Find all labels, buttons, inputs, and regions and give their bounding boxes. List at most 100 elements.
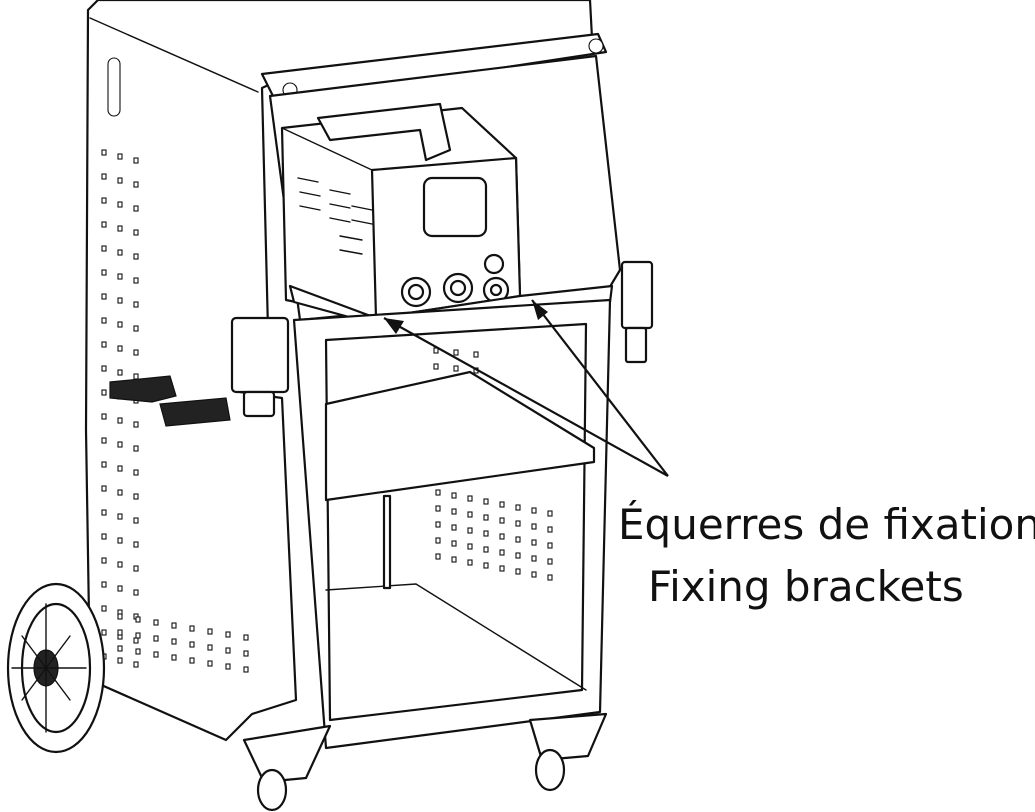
panel-hole: [189, 657, 195, 664]
panel-hole: [133, 517, 139, 524]
panel-hole: [189, 625, 195, 632]
panel-hole: [531, 523, 537, 530]
panel-hole: [133, 373, 139, 380]
panel-hole: [207, 660, 213, 667]
panel-hole: [117, 249, 123, 256]
panel-hole: [117, 489, 123, 496]
panel-hole: [225, 663, 231, 670]
panel-hole: [153, 635, 159, 642]
panel-hole: [153, 651, 159, 658]
panel-hole: [451, 492, 457, 499]
welder-unit: [280, 102, 522, 320]
panel-hole: [133, 349, 139, 356]
callout-label-fr: Équerres de fixation: [618, 500, 1035, 549]
panel-hole: [101, 485, 107, 492]
panel-hole: [133, 325, 139, 332]
panel-hole: [117, 613, 123, 620]
panel-hole: [133, 661, 139, 668]
panel-hole: [435, 505, 441, 512]
panel-hole: [451, 508, 457, 515]
panel-hole: [135, 632, 141, 639]
panel-hole: [133, 469, 139, 476]
panel-hole: [101, 605, 107, 612]
panel-hole: [117, 561, 123, 568]
panel-hole: [101, 509, 107, 516]
panel-hole: [467, 543, 473, 550]
panel-hole: [101, 365, 107, 372]
panel-hole: [531, 507, 537, 514]
panel-hole: [483, 530, 489, 537]
panel-hole: [101, 245, 107, 252]
panel-hole: [101, 389, 107, 396]
panel-hole: [189, 641, 195, 648]
panel-hole: [499, 565, 505, 572]
panel-hole: [171, 654, 177, 661]
panel-hole: [467, 527, 473, 534]
panel-hole: [117, 657, 123, 664]
panel-hole: [499, 517, 505, 524]
panel-hole: [515, 536, 521, 543]
front-caster-right: [528, 712, 608, 792]
side-panel-holes: [101, 149, 249, 673]
cabinet-holes: [433, 347, 553, 581]
panel-hole: [101, 533, 107, 540]
panel-hole: [451, 540, 457, 547]
welder-vents: [297, 177, 373, 255]
panel-hole: [207, 628, 213, 635]
panel-hole: [135, 616, 141, 623]
panel-hole: [101, 293, 107, 300]
panel-hole: [133, 157, 139, 164]
panel-hole: [101, 197, 107, 204]
panel-hole: [101, 557, 107, 564]
panel-hole: [225, 647, 231, 654]
panel-hole: [433, 363, 439, 370]
callout-label-en: Fixing brackets: [648, 562, 964, 611]
panel-hole: [483, 562, 489, 569]
panel-hole: [133, 181, 139, 188]
panel-hole: [467, 511, 473, 518]
panel-hole: [133, 229, 139, 236]
panel-hole: [515, 504, 521, 511]
panel-hole: [531, 555, 537, 562]
panel-hole: [117, 321, 123, 328]
panel-hole: [547, 526, 553, 533]
panel-hole: [467, 495, 473, 502]
panel-hole: [133, 253, 139, 260]
panel-hole: [101, 221, 107, 228]
panel-hole: [435, 521, 441, 528]
panel-hole: [467, 559, 473, 566]
panel-hole: [117, 273, 123, 280]
panel-hole: [171, 622, 177, 629]
panel-hole: [451, 524, 457, 531]
panel-hole: [117, 345, 123, 352]
panel-hole: [133, 565, 139, 572]
panel-hole: [435, 537, 441, 544]
panel-hole: [135, 648, 141, 655]
panel-hole: [133, 301, 139, 308]
panel-hole: [153, 619, 159, 626]
panel-hole: [499, 501, 505, 508]
panel-hole: [483, 546, 489, 553]
panel-hole: [483, 498, 489, 505]
panel-hole: [117, 629, 123, 636]
panel-hole: [171, 638, 177, 645]
panel-hole: [515, 568, 521, 575]
panel-hole: [547, 558, 553, 565]
welder-connectors: [400, 253, 510, 308]
panel-hole: [133, 205, 139, 212]
panel-hole: [243, 650, 249, 657]
side-clamp-left: [230, 316, 290, 418]
panel-hole: [117, 513, 123, 520]
panel-hole: [101, 173, 107, 180]
panel-hole: [133, 445, 139, 452]
panel-hole: [515, 520, 521, 527]
top-handle-bar: [260, 32, 608, 104]
panel-hole: [117, 645, 123, 652]
side-clamp-right: [620, 260, 654, 364]
cable-hooks: [109, 375, 231, 427]
panel-hole: [451, 556, 457, 563]
panel-hole: [243, 634, 249, 641]
panel-hole: [243, 666, 249, 673]
panel-hole: [117, 369, 123, 376]
panel-hole: [133, 637, 139, 644]
